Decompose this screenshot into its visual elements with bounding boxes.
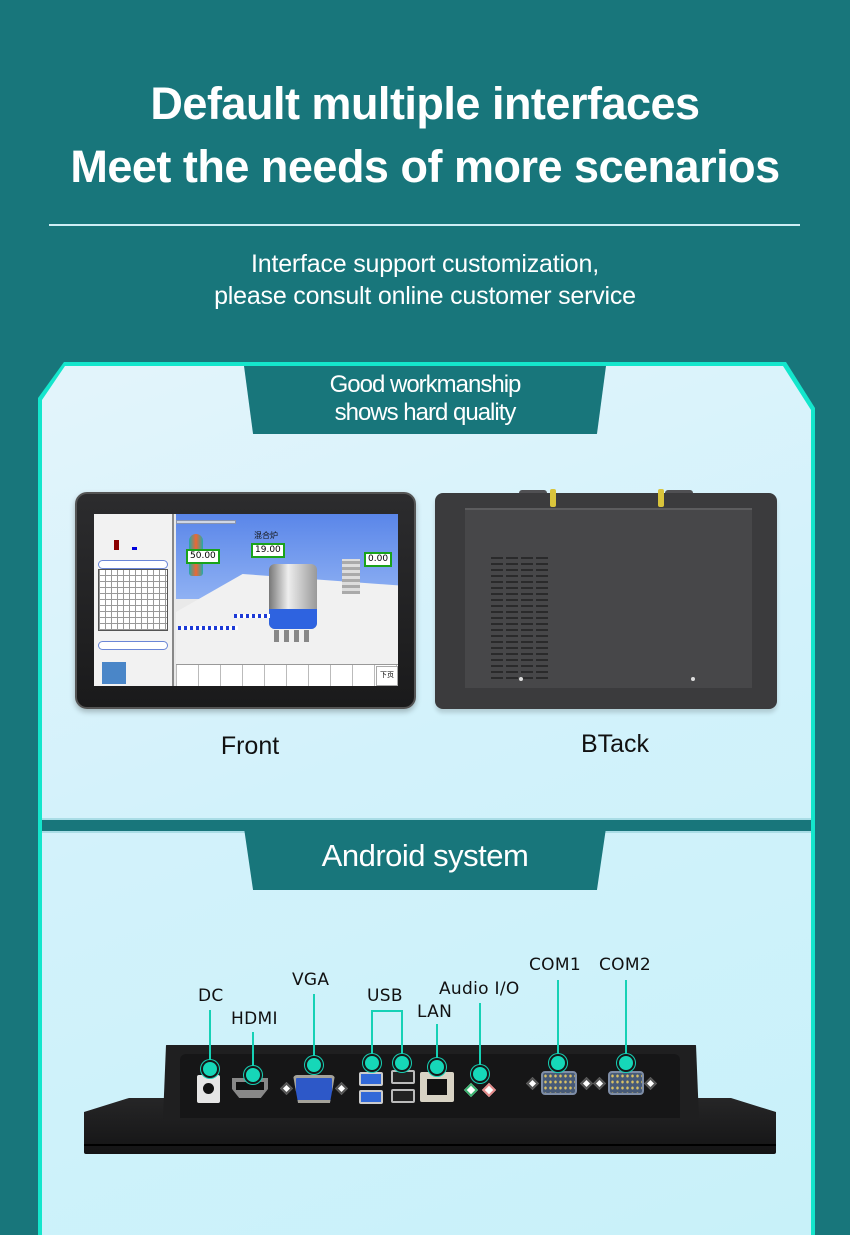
callout-line-audio xyxy=(479,1003,481,1073)
lan-port-icon xyxy=(420,1072,454,1102)
callout-line-usb-1 xyxy=(371,1010,373,1060)
screen-conveyor-2 xyxy=(234,614,270,618)
label-hdmi: HDMI xyxy=(231,1009,278,1029)
tab-quality-line-1: Good workmanship xyxy=(329,371,522,398)
label-vga: VGA xyxy=(292,970,330,990)
screen-title-mixer: 混合炉 xyxy=(254,531,278,540)
callout-line-vga xyxy=(313,994,315,1064)
usb3-port-icon xyxy=(359,1072,383,1086)
com1-port-icon xyxy=(541,1071,577,1095)
callout-dot-hdmi xyxy=(246,1068,260,1082)
screen-next-page-button: 下页 xyxy=(376,666,398,686)
pipe xyxy=(176,520,236,524)
front-caption: Front xyxy=(220,732,280,760)
callout-bracket-usb xyxy=(371,1010,403,1012)
callout-dot-audio xyxy=(473,1067,487,1081)
antenna-left-icon xyxy=(550,489,556,507)
label-usb: USB xyxy=(367,986,403,1006)
section-divider-band xyxy=(42,820,811,831)
callout-dot-vga xyxy=(307,1058,321,1072)
readout-left: 50.00 xyxy=(186,549,220,564)
callout-line-com2 xyxy=(625,980,627,1062)
callout-line-lan xyxy=(436,1024,438,1066)
header-divider xyxy=(49,224,800,226)
label-com1: COM1 xyxy=(529,955,581,975)
screen-pill-status xyxy=(98,641,168,650)
screen-thumbnail xyxy=(102,662,126,684)
screen-tank-legs xyxy=(274,630,312,642)
section-tab-android: Android system xyxy=(244,828,606,890)
screen-pill-curve xyxy=(98,560,168,569)
dc-port-icon xyxy=(197,1075,220,1103)
callout-dot-com1 xyxy=(551,1056,565,1070)
tab-quality-line-2: shows hard quality xyxy=(334,399,517,426)
screw-icon xyxy=(519,677,523,681)
screen-tower xyxy=(342,559,360,594)
screen-grid-chart xyxy=(98,569,168,631)
headline-line-1: Default multiple interfaces xyxy=(150,78,700,129)
antenna-right-icon xyxy=(658,489,664,507)
screw-icon xyxy=(691,677,695,681)
screen-tank-water xyxy=(269,609,317,629)
bar-blue xyxy=(132,547,137,550)
label-audio: Audio I/O xyxy=(439,979,520,999)
screen-conveyor xyxy=(178,626,238,630)
subtitle-line-2: please consult online customer service xyxy=(214,282,636,310)
readout-right: 0.00 xyxy=(364,552,393,567)
com2-port-icon xyxy=(608,1071,644,1095)
subtitle-line-1: Interface support customization, xyxy=(251,250,599,278)
callout-line-usb-2 xyxy=(401,1010,403,1060)
callout-line-dc xyxy=(209,1010,211,1068)
callout-dot-dc xyxy=(203,1062,217,1076)
section-tab-quality: Good workmanship shows hard quality xyxy=(244,366,606,434)
label-lan: LAN xyxy=(417,1002,453,1022)
callout-line-com1 xyxy=(557,980,559,1062)
headline-line-2: Meet the needs of more scenarios xyxy=(70,141,780,192)
usb2-port-icon xyxy=(391,1089,415,1103)
ports-device-edge xyxy=(84,1144,776,1146)
hdmi-port-icon xyxy=(232,1078,268,1098)
bar-red xyxy=(114,540,119,550)
vent-grille xyxy=(491,553,549,683)
usb2-port-icon xyxy=(391,1070,415,1084)
label-com2: COM2 xyxy=(599,955,651,975)
screen-left-pane xyxy=(94,514,174,686)
label-dc: DC xyxy=(198,986,224,1006)
back-caption: BTack xyxy=(580,730,650,758)
usb3-port-icon xyxy=(359,1090,383,1104)
screen-table xyxy=(176,664,398,686)
front-device-screen: 50.00 混合炉 19.00 0.00 下页 xyxy=(94,514,398,686)
vga-port-icon xyxy=(293,1075,335,1103)
readout-center: 19.00 xyxy=(251,543,285,558)
callout-dot-lan xyxy=(430,1060,444,1074)
callout-dot-usb-1 xyxy=(365,1056,379,1070)
callout-line-hdmi xyxy=(252,1032,254,1074)
callout-dot-usb-2 xyxy=(395,1056,409,1070)
callout-dot-com2 xyxy=(619,1056,633,1070)
